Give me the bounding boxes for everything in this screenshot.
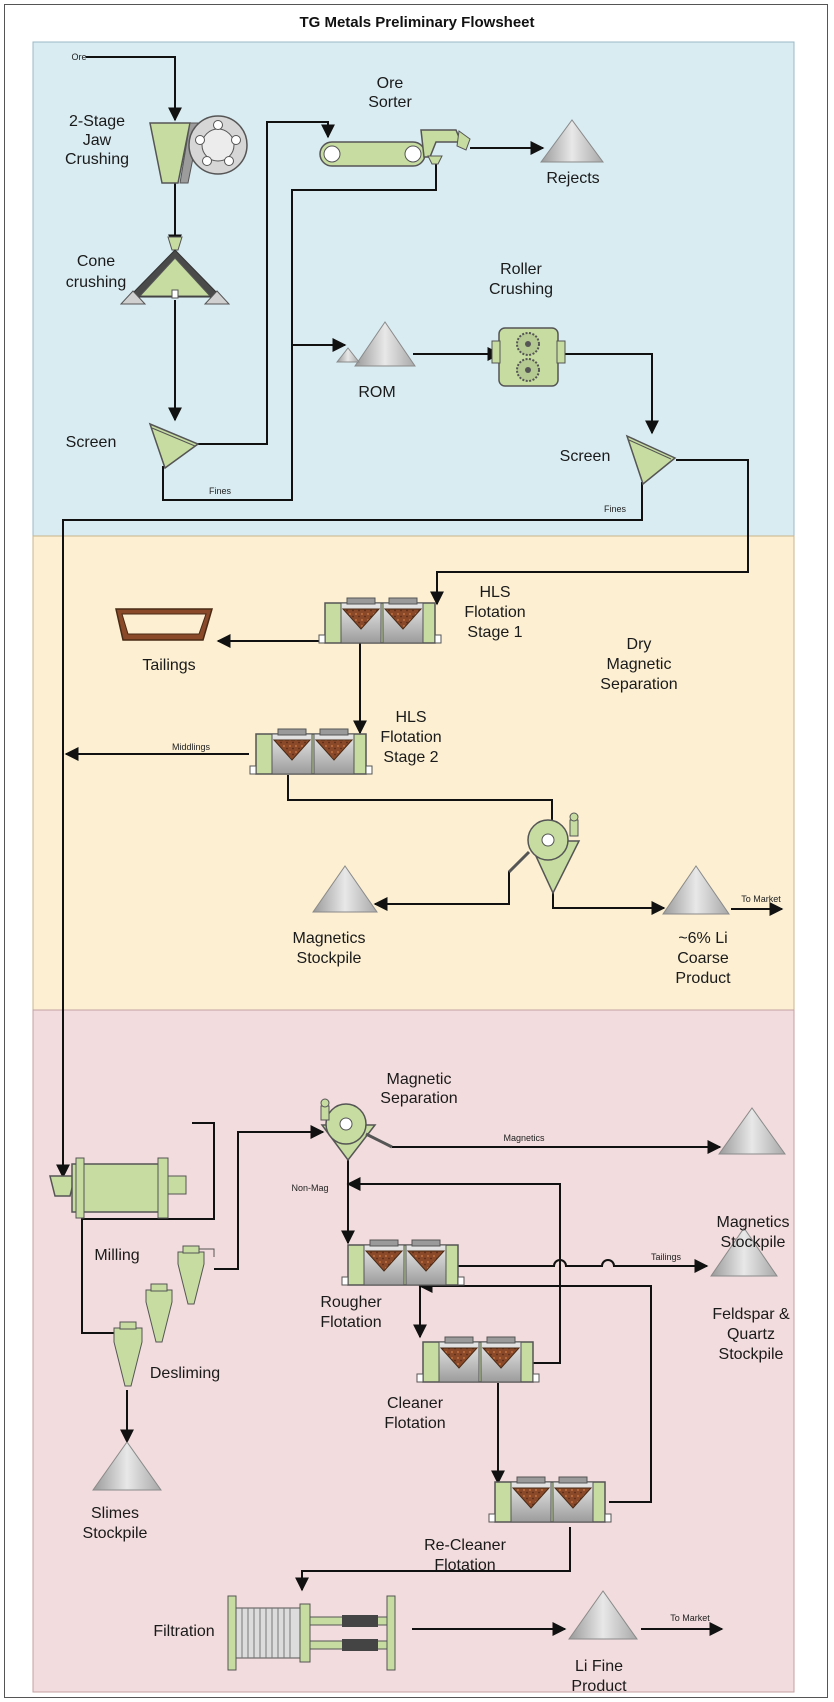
magnetics-stockpile-2-icon bbox=[718, 1107, 786, 1155]
label-non-mag: Non-Mag bbox=[291, 1183, 328, 1193]
label-filtration: Filtration bbox=[153, 1623, 214, 1640]
label-screen-a: Screen bbox=[66, 434, 117, 451]
rejects-stockpile-icon bbox=[540, 119, 604, 163]
flotation-zone bbox=[32, 1009, 795, 1693]
label-milling: Milling bbox=[94, 1247, 139, 1264]
rougher-flotation-icon bbox=[341, 1239, 465, 1286]
roller-crusher-icon bbox=[491, 327, 566, 387]
label-fines-a: Fines bbox=[209, 486, 232, 496]
feldspar-quartz-stockpile-icon bbox=[710, 1227, 778, 1277]
li-fine-product-stockpile-icon bbox=[568, 1590, 638, 1640]
wet-magnetic-separator-icon bbox=[320, 1098, 393, 1162]
label-rom: ROM bbox=[358, 384, 395, 401]
process-flow-lines bbox=[56, 56, 784, 1636]
cone-crusher-icon bbox=[119, 236, 231, 305]
rom-stockpile-small-icon bbox=[335, 347, 361, 363]
cleaner-flotation-icon bbox=[416, 1336, 540, 1383]
label-fines-b: Fines bbox=[604, 504, 627, 514]
label-tailings-1: Tailings bbox=[142, 657, 195, 674]
label-to-market-1: To Market bbox=[741, 894, 781, 904]
label-tailings-2: Tailings bbox=[651, 1252, 682, 1262]
magnetics-stockpile-1-icon bbox=[312, 865, 378, 913]
label-desliming: Desliming bbox=[150, 1365, 220, 1382]
label-middlings: Middlings bbox=[172, 742, 211, 752]
jaw-crusher-icon bbox=[149, 115, 248, 184]
label-screen-b: Screen bbox=[560, 448, 611, 465]
screen-a-icon bbox=[148, 422, 200, 470]
tailings-pond-icon bbox=[115, 608, 213, 641]
ore-sorter-icon bbox=[319, 129, 471, 167]
dry-magnetic-separator-icon bbox=[507, 812, 581, 895]
hls-flotation-stage-1-icon bbox=[318, 597, 442, 644]
rom-stockpile-icon bbox=[354, 321, 416, 367]
screen-b-icon bbox=[625, 434, 677, 486]
slimes-stockpile-icon bbox=[92, 1441, 162, 1491]
ball-mill-icon bbox=[49, 1157, 187, 1219]
hls-flotation-stage-2-icon bbox=[249, 728, 373, 775]
label-magnetics-line: Magnetics bbox=[503, 1133, 545, 1143]
flotation-cells bbox=[249, 597, 612, 1523]
label-to-market-2: To Market bbox=[670, 1613, 710, 1623]
diagram-title: TG Metals Preliminary Flowsheet bbox=[299, 14, 535, 31]
coarse-product-stockpile-icon bbox=[662, 865, 730, 915]
re-cleaner-flotation-icon bbox=[488, 1476, 612, 1523]
label-ore-feed: Ore bbox=[71, 52, 86, 62]
label-rejects: Rejects bbox=[546, 170, 599, 187]
stockpiles bbox=[92, 119, 786, 1640]
hydrocyclone-icon bbox=[113, 1245, 215, 1387]
filter-press-icon bbox=[227, 1595, 396, 1671]
